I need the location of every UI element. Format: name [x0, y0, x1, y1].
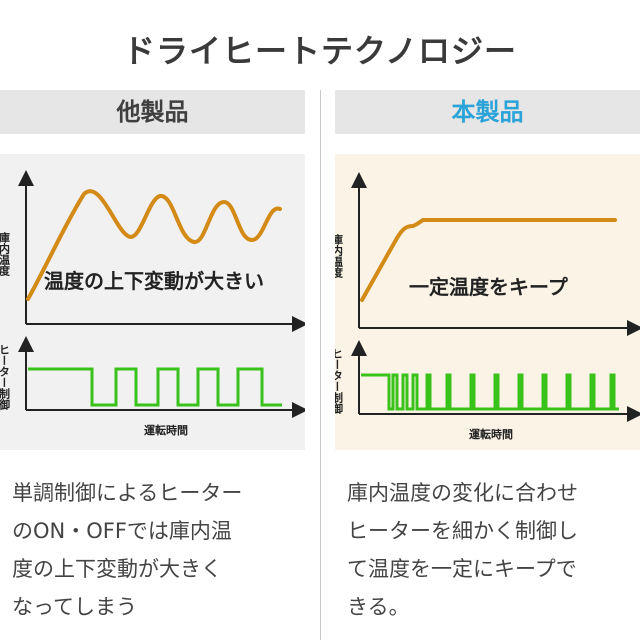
heater-axis-label: ヒーター制御: [0, 344, 11, 411]
column-header-other-product: 他製品: [0, 90, 305, 134]
description-other-product: 単調制御によるヒーター のON・OFFでは庫内温 度の上下変動が大きく なってし…: [12, 481, 243, 619]
description-this-product: 庫内温度の変化に合わせ ヒーターを細かく制御し て温度を一定にキープで きる。: [347, 481, 578, 619]
diagram-panel-other: 庫内温度 温度の上下変動が大きい ヒーター制御 運転時間: [0, 154, 305, 450]
heater-axis-label: ヒーター制御: [335, 348, 344, 415]
diagram-panel-this: 庫内温度 一定温度をキープ ヒーター制御 運転時間: [335, 154, 640, 450]
temp-axis-label: 庫内温度: [335, 233, 344, 279]
time-axis-label: 運転時間: [469, 427, 513, 441]
temp-overlay-text: 一定温度をキープ: [409, 275, 569, 299]
temp-axis-label: 庫内温度: [0, 231, 11, 277]
diagram-this-product: 庫内温度 一定温度をキープ ヒーター制御 運転時間: [335, 172, 640, 441]
comparison-column-other: 他製品 庫内温度 温度の上下変動が大きい ヒーター制御 運転時間: [0, 90, 305, 640]
heater-signal-fine: [361, 373, 619, 411]
comparison-column-this: 本製品 庫内温度 一定温度をキープ ヒーター制御 運転時間 庫内温度の変化に合わ…: [335, 90, 640, 640]
temp-curve-stable: [360, 218, 617, 302]
column-header-this-product: 本製品: [335, 90, 640, 134]
time-axis-label: 運転時間: [144, 423, 188, 437]
diagram-other-product: 庫内温度 温度の上下変動が大きい ヒーター制御 運転時間: [0, 170, 305, 437]
page-title: ドライヒートテクノロジー: [122, 32, 518, 70]
temp-curve-fluctuating: [26, 189, 282, 301]
heater-signal-coarse: [28, 367, 282, 407]
temp-overlay-text: 温度の上下変動が大きい: [44, 269, 264, 293]
column-divider: [320, 90, 321, 640]
